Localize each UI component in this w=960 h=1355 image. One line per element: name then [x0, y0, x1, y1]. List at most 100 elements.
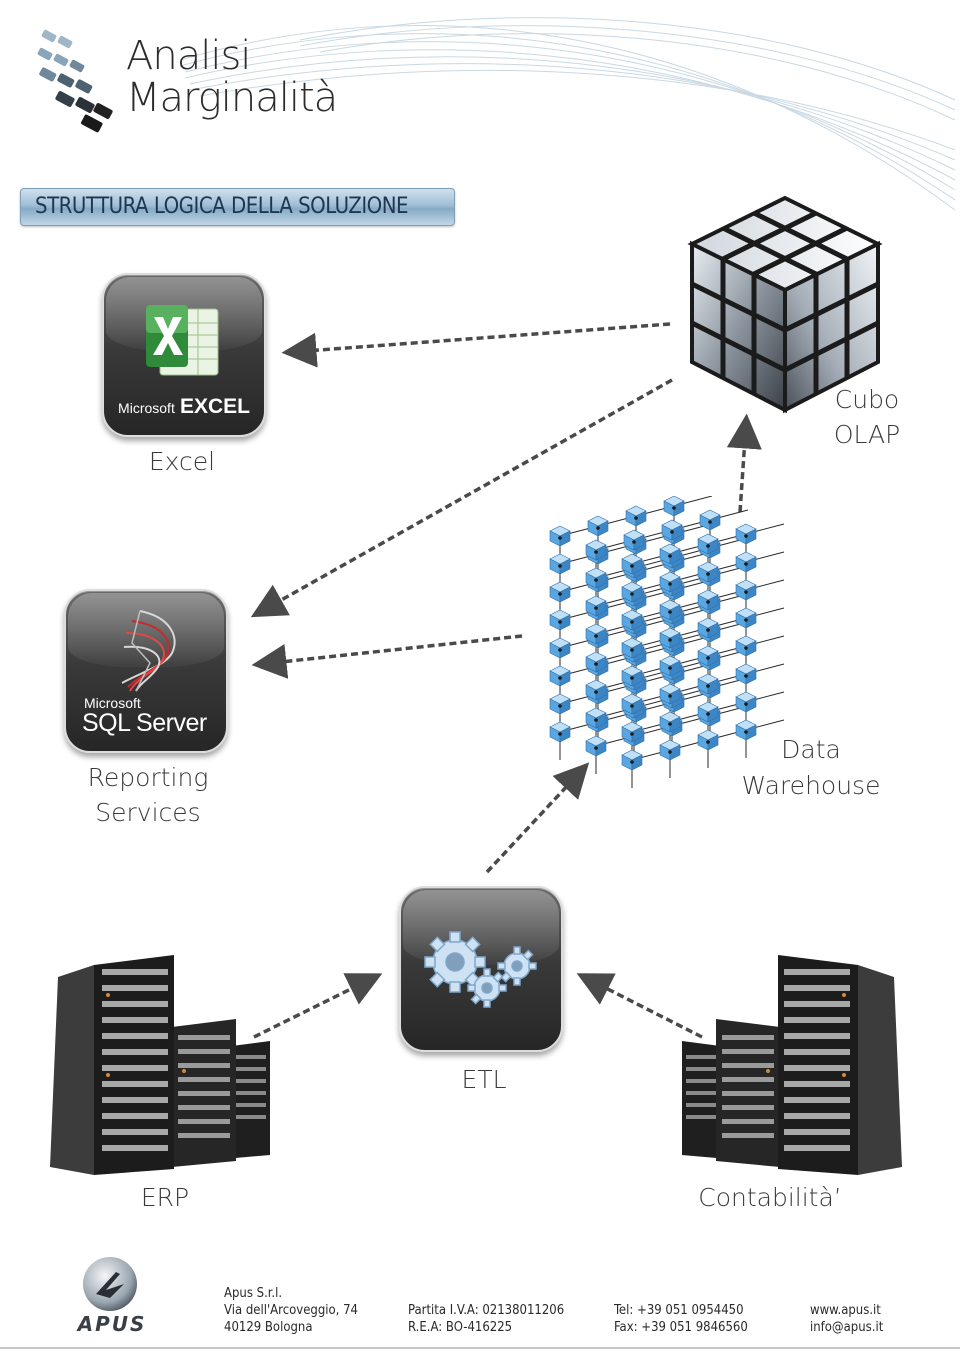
dw-cube	[549, 553, 571, 575]
arrow-olap-to-excel	[281, 322, 671, 368]
arrow-olap-to-sql	[250, 378, 673, 618]
sql-server-tile: Microsoft SQL Server	[64, 589, 228, 753]
dw-cube	[663, 496, 685, 517]
dw-cube	[697, 673, 719, 695]
data-warehouse-icon	[549, 496, 785, 788]
dw-cube	[697, 645, 719, 667]
olap-cube-icon	[687, 195, 883, 414]
logo-mark-icon	[37, 29, 113, 133]
dw-cube	[621, 693, 643, 715]
apus-logo-text: APUS	[77, 1312, 147, 1336]
arrow-dw-to-sql	[251, 634, 523, 679]
dw-cube	[549, 609, 571, 631]
dw-cube	[659, 571, 681, 593]
dw-cube	[659, 655, 681, 677]
dw-cube	[697, 589, 719, 611]
footer-email-link[interactable]: info@apus.it	[810, 1320, 884, 1335]
dw-cube	[735, 607, 757, 629]
dw-cube	[659, 599, 681, 621]
dw-cube	[659, 683, 681, 705]
gears-icon	[424, 931, 537, 1008]
sql-caption-line2: Services	[95, 798, 201, 827]
dw-cube	[621, 609, 643, 631]
dw-cube	[697, 533, 719, 555]
dw-cube	[549, 721, 571, 743]
dw-cube	[735, 719, 757, 741]
dw-cube	[623, 529, 645, 551]
sql-server-logo-icon	[121, 610, 176, 692]
erp-servers-icon	[50, 955, 270, 1175]
arrow-dw-to-olap	[726, 413, 762, 513]
contabilita-servers-icon	[682, 955, 902, 1175]
dw-cube	[659, 739, 681, 761]
excel-tile-brand: Microsoft	[118, 400, 175, 416]
excel-tile-product: EXCEL	[179, 395, 250, 418]
dw-cube	[735, 635, 757, 657]
footer-rea: R.E.A: BO-416225	[408, 1320, 513, 1335]
etl-caption: ETL	[461, 1065, 507, 1094]
dw-cube	[585, 595, 607, 617]
dw-cube	[585, 567, 607, 589]
dw-cube	[585, 735, 607, 757]
footer-company: Apus S.r.l.	[224, 1286, 283, 1301]
dw-cube	[621, 553, 643, 575]
arrow-etl-to-dw	[485, 762, 590, 874]
dw-cube	[585, 623, 607, 645]
footer-web-link[interactable]: www.apus.it	[810, 1303, 881, 1318]
dw-cube	[735, 579, 757, 601]
dw-cube	[585, 651, 607, 673]
olap-caption-line1: Cubo	[834, 385, 900, 414]
dw-cube	[735, 523, 757, 545]
excel-caption: Excel	[148, 447, 216, 476]
dw-cube	[699, 509, 721, 531]
olap-caption-line2: OLAP	[833, 420, 901, 449]
dw-cube	[549, 637, 571, 659]
excel-logo-icon	[146, 305, 219, 376]
dw-cube	[659, 711, 681, 733]
dw-cube	[625, 505, 647, 527]
dw-cube	[697, 729, 719, 751]
dw-cube	[735, 663, 757, 685]
sql-tile-product: SQL Server	[82, 709, 207, 737]
dw-cube	[621, 637, 643, 659]
dw-cube	[549, 581, 571, 603]
footer-vat: Partita I.V.A: 02138011206	[408, 1303, 565, 1318]
dw-cube	[661, 519, 683, 541]
brand-title-line1: Analisi	[126, 33, 251, 79]
dw-cube	[697, 701, 719, 723]
dw-cube	[549, 693, 571, 715]
dw-cube	[549, 525, 571, 547]
brand-title-line2: Marginalità	[126, 75, 338, 121]
header-swoosh	[179, 17, 956, 211]
section-title: STRUTTURA LOGICA DELLA SOLUZIONE	[35, 194, 409, 219]
dw-cube	[621, 665, 643, 687]
erp-caption: ERP	[140, 1183, 190, 1212]
dw-cube	[659, 543, 681, 565]
dw-cube	[659, 627, 681, 649]
section-banner: STRUTTURA LOGICA DELLA SOLUZIONE	[20, 188, 455, 226]
dw-cube	[621, 721, 643, 743]
etl-tile	[399, 886, 563, 1052]
footer-rule	[0, 1347, 960, 1349]
sql-caption-line1: Reporting	[87, 763, 209, 792]
footer-fax: Fax: +39 051 9846560	[614, 1320, 748, 1335]
dw-cube	[735, 551, 757, 573]
excel-tile: Microsoft EXCEL	[102, 273, 266, 437]
dw-caption-line2: Warehouse	[741, 771, 881, 800]
dw-cube	[621, 749, 643, 771]
apus-emblem-icon	[83, 1257, 137, 1311]
contabilita-caption: Contabilità’	[698, 1183, 842, 1212]
dw-cube	[585, 679, 607, 701]
dw-cube	[697, 561, 719, 583]
dw-caption-line1: Data	[781, 735, 841, 764]
dw-cube	[587, 515, 609, 537]
sql-tile-brand: Microsoft	[84, 695, 141, 711]
footer-address: Via dell'Arcoveggio, 74	[224, 1303, 358, 1318]
footer-city: 40129 Bologna	[224, 1320, 313, 1335]
dw-cube	[549, 665, 571, 687]
footer-tel: Tel: +39 051 0954450	[614, 1303, 744, 1318]
arrow-erp-to-etl	[253, 973, 383, 1039]
dw-cube	[735, 691, 757, 713]
dw-cube	[697, 617, 719, 639]
